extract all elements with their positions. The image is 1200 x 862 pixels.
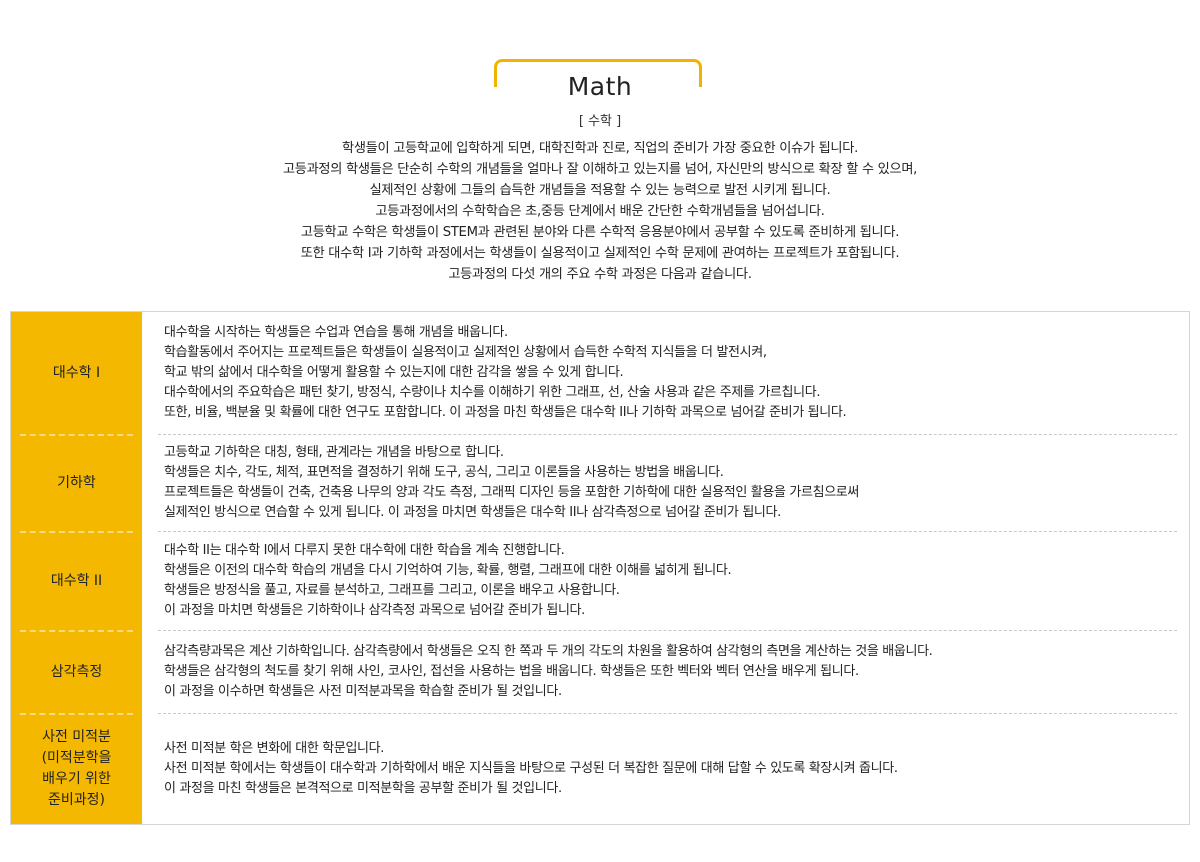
course-label: 사전 미적분 (미적분학을 배우기 위한 준비과정) [11,714,142,824]
row-divider [20,630,133,632]
course-row-algebra-2: 대수학 II 대수학 II는 대수학 I에서 다루지 못한 대수학에 대한 학습… [11,532,1189,630]
course-row-precalculus: 사전 미적분 (미적분학을 배우기 위한 준비과정) 사전 미적분 학은 변화에… [11,714,1189,824]
description-line: 이 과정을 마친 학생들은 본격적으로 미적분학을 공부할 준비가 될 것입니다… [164,781,562,796]
description-line: 사전 미적분 학은 변화에 대한 학문입니다. [164,741,385,756]
description-line: 고등학교 기하학은 대칭, 형태, 관계라는 개념을 바탕으로 합니다. [164,445,504,460]
intro-paragraph: 학생들이 고등학교에 입학하게 되면, 대학진학과 진로, 직업의 준비가 가장… [0,138,1200,285]
intro-line: 실제적인 상황에 그들의 습득한 개념들을 적용할 수 있는 능력으로 발전 시… [369,183,831,198]
title-bracket-decoration [494,59,702,87]
description-line: 프로젝트들은 학생들이 건축, 건축용 나무의 양과 각도 측정, 그래픽 디자… [164,485,860,500]
course-description: 고등학교 기하학은 대칭, 형태, 관계라는 개념을 바탕으로 합니다. 학생들… [164,435,1181,531]
intro-line: 학생들이 고등학교에 입학하게 되면, 대학진학과 진로, 직업의 준비가 가장… [342,141,858,156]
description-line: 학습활동에서 주어지는 프로젝트들은 학생들이 실용적이고 실제적인 상황에서 … [164,345,767,360]
page-subtitle: [ 수학 ] [578,114,622,129]
description-line: 학생들은 치수, 각도, 체적, 표면적을 결정하기 위해 도구, 공식, 그리… [164,465,724,480]
course-row-algebra-1: 대수학 I 대수학을 시작하는 학생들은 수업과 연습을 통해 개념을 배웁니다… [11,312,1189,434]
course-description: 대수학을 시작하는 학생들은 수업과 연습을 통해 개념을 배웁니다. 학습활동… [164,312,1181,434]
course-label: 대수학 II [50,572,103,589]
row-divider [20,434,133,436]
row-divider [20,713,133,715]
description-line: 학교 밖의 삶에서 대수학을 어떻게 활용할 수 있는지에 대한 감각을 쌓을 … [164,365,624,380]
course-label-line: 사전 미적분 [42,729,111,745]
description-line: 이 과정을 마치면 학생들은 기하학이나 삼각측정 과목으로 넘어갈 준비가 됩… [164,603,585,618]
intro-line: 또한 대수학 I과 기하학 과정에서는 학생들이 실용적이고 실제적인 수학 문… [300,246,900,261]
course-label-line: 배우기 위한 [42,771,111,787]
intro-line: 고등과정에서의 수학학습은 초,중등 단계에서 배운 간단한 수학개념들을 넘어… [375,204,825,219]
course-description: 사전 미적분 학은 변화에 대한 학문입니다. 사전 미적분 학에서는 학생들이… [164,714,1181,824]
course-label-line: 준비과정) [48,792,105,808]
intro-line: 고등과정의 다섯 개의 주요 수학 과정은 다음과 같습니다. [448,267,752,282]
course-description: 대수학 II는 대수학 I에서 다루지 못한 대수학에 대한 학습을 계속 진행… [164,532,1181,630]
row-divider [158,531,1177,532]
description-line: 사전 미적분 학에서는 학생들이 대수학과 기하학에서 배운 지식들을 바탕으로… [164,761,898,776]
course-label: 기하학 [57,474,96,491]
course-label: 대수학 I [52,364,101,381]
description-line: 삼각측량과목은 계산 기하학입니다. 삼각측량에서 학생들은 오직 한 쪽과 두… [164,644,933,659]
row-divider [158,434,1177,435]
description-line: 학생들은 이전의 대수학 학습의 개념을 다시 기억하여 기능, 확률, 행렬,… [164,563,732,578]
row-divider [158,630,1177,631]
course-row-trigonometry: 삼각측정 삼각측량과목은 계산 기하학입니다. 삼각측량에서 학생들은 오직 한… [11,631,1189,713]
description-line: 학생들은 방정식을 풀고, 자료를 분석하고, 그래프를 그리고, 이론을 배우… [164,583,620,598]
course-label: 삼각측정 [50,663,103,680]
description-line: 또한, 비율, 백분율 및 확률에 대한 연구도 포함합니다. 이 과정을 마친… [164,405,847,420]
description-line: 실제적인 방식으로 연습할 수 있게 됩니다. 이 과정을 마치면 학생들은 대… [164,505,781,520]
intro-line: 고등과정의 학생들은 단순히 수학의 개념들을 얼마나 잘 이해하고 있는지를 … [282,162,918,177]
intro-line: 고등학교 수학은 학생들이 STEM과 관련된 분야와 다른 수학적 응용분야에… [300,225,900,240]
page-title: Math [567,72,633,101]
course-label-line: (미적분학을 [41,750,112,766]
description-line: 이 과정을 이수하면 학생들은 사전 미적분과목을 학습할 준비가 될 것입니다… [164,684,562,699]
row-divider [158,713,1177,714]
course-row-geometry: 기하학 고등학교 기하학은 대칭, 형태, 관계라는 개념을 바탕으로 합니다.… [11,435,1189,531]
course-table: 대수학 I 대수학을 시작하는 학생들은 수업과 연습을 통해 개념을 배웁니다… [10,311,1190,825]
description-line: 학생들은 삼각형의 척도를 찾기 위해 사인, 코사인, 접선을 사용하는 법을… [164,664,859,679]
description-line: 대수학 II는 대수학 I에서 다루지 못한 대수학에 대한 학습을 계속 진행… [164,543,565,558]
course-description: 삼각측량과목은 계산 기하학입니다. 삼각측량에서 학생들은 오직 한 쪽과 두… [164,631,1181,713]
course-label-column [11,312,142,824]
description-line: 대수학을 시작하는 학생들은 수업과 연습을 통해 개념을 배웁니다. [164,325,508,340]
description-line: 대수학에서의 주요학습은 패턴 찾기, 방정식, 수량이나 치수를 이해하기 위… [164,385,821,400]
row-divider [20,531,133,533]
